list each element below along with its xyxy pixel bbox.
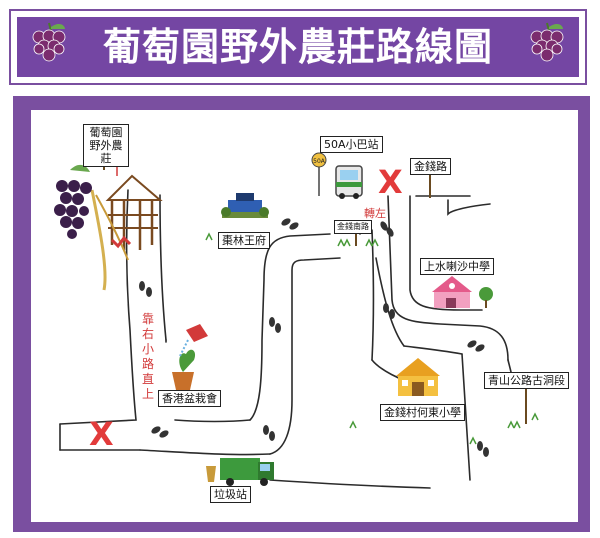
garbage-truck-icon	[206, 458, 274, 486]
kam-chin-road-sign: 金錢路	[410, 158, 451, 175]
footprints-icon	[139, 218, 489, 457]
roads	[59, 189, 513, 489]
grape-icon	[32, 22, 66, 62]
grape-icon	[530, 22, 564, 62]
farm-gate-illustration	[90, 174, 163, 291]
bonsai-label: 香港盆栽會	[158, 390, 221, 407]
flowerpot-icon	[172, 324, 208, 390]
secondary-school-label: 上水喇沙中學	[420, 258, 494, 275]
turn-left-annotation: 轉左	[364, 207, 386, 220]
farm-label: 葡萄園野外農莊	[83, 124, 129, 167]
x-mark-icon: X	[378, 163, 403, 201]
school-icon	[396, 358, 440, 396]
minibus-sign-text: 50A	[313, 158, 326, 165]
keep-right-annotation: 靠右小路直上	[141, 312, 154, 401]
title-banner: 葡萄園野外農莊路線圖	[17, 17, 579, 77]
chong-lam-label: 棗林王府	[218, 232, 270, 249]
school-icon	[432, 276, 493, 308]
x-mark-icon: X	[89, 415, 114, 453]
kam-chin-south-road-sign: 金錢南路	[334, 220, 372, 234]
ancient-trail-label: 青山公路古洞段	[484, 372, 569, 389]
house-icon	[221, 193, 269, 218]
primary-school-label: 金錢村何東小學	[380, 404, 465, 421]
page-title: 葡萄園野外農莊路線圖	[102, 25, 493, 69]
minibus-label: 50A小巴站	[320, 136, 383, 153]
bus-icon: 50A	[311, 152, 363, 199]
refuse-station-label: 垃圾站	[210, 486, 251, 503]
grape-icon	[54, 164, 92, 239]
title-bar: 葡萄園野外農莊路線圖	[9, 9, 587, 85]
